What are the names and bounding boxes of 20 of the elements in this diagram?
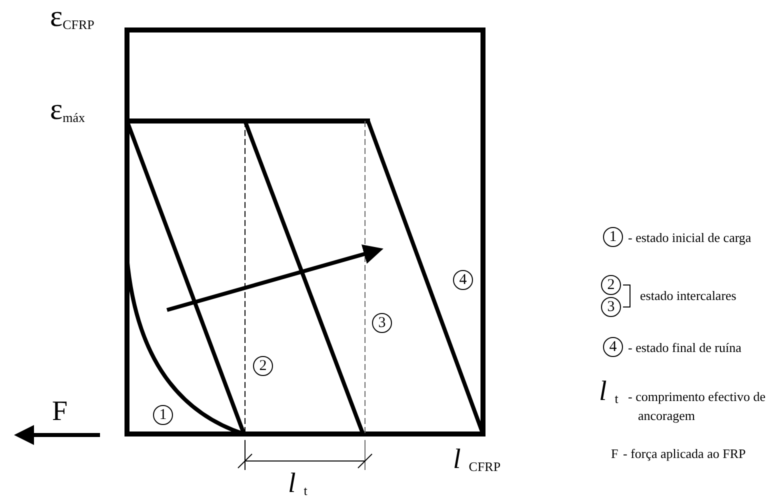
length-label: l$_{CFRP}$ xyxy=(453,446,501,474)
callout-number: 2 xyxy=(253,356,273,376)
legend-text: - estado final de ruína xyxy=(628,339,742,356)
callout-number: 3 xyxy=(601,297,621,317)
callout-number: 1 xyxy=(153,405,173,425)
symbol-label: l$_{t}$ xyxy=(599,378,618,406)
force-label: F xyxy=(52,398,68,426)
callout-number: 1 xyxy=(603,227,623,247)
dimension-label: l$_{t}$ xyxy=(288,470,308,498)
axis-label: ε$_{máx}$ xyxy=(50,95,85,125)
callout-number: 4 xyxy=(453,270,473,290)
legend-text: - comprimento efectivo de ancoragem xyxy=(628,388,767,425)
legend-text: estado intercalares xyxy=(640,287,736,304)
callout-number: 3 xyxy=(372,313,392,333)
callout-number: 4 xyxy=(603,337,623,357)
symbol-label: F xyxy=(611,445,618,462)
legend-text: - força aplicada ao FRP xyxy=(623,445,746,462)
axis-label: ε$_{CFRP}$ xyxy=(50,2,94,32)
callout-number: 2 xyxy=(601,275,621,295)
legend-text: - estado inicial de carga xyxy=(628,229,752,246)
